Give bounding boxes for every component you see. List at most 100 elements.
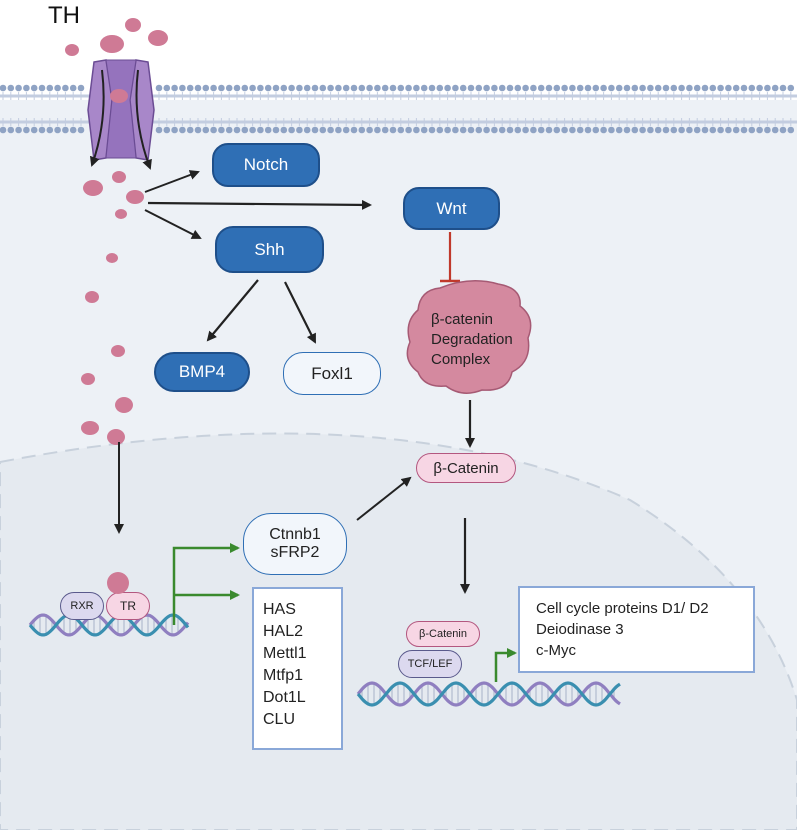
beta-catenin-cytoplasm-node: β-Catenin bbox=[416, 453, 516, 483]
lipid-head bbox=[264, 84, 272, 92]
lipid-head bbox=[428, 126, 436, 134]
lipid-head bbox=[389, 126, 397, 134]
pathway-arrows bbox=[114, 170, 475, 594]
lipid-head bbox=[662, 84, 670, 92]
dna-strand bbox=[356, 681, 621, 707]
lipid-head bbox=[218, 84, 225, 92]
gene-item: Dot1L bbox=[263, 689, 306, 706]
lipid-head bbox=[639, 126, 646, 134]
lipid-head bbox=[615, 126, 623, 134]
th-particle-icon bbox=[148, 30, 168, 46]
lipid-head bbox=[428, 84, 436, 92]
lipid-head bbox=[748, 84, 756, 92]
inhibition-arrow-icon bbox=[440, 232, 460, 283]
lipid-head bbox=[311, 126, 319, 134]
gene-item: HAL2 bbox=[263, 623, 304, 640]
th-particle-icon bbox=[112, 171, 126, 183]
lipid-head bbox=[163, 126, 171, 134]
dna-strand bbox=[356, 681, 621, 707]
lipid-head bbox=[280, 84, 288, 92]
lipid-head bbox=[194, 84, 202, 92]
lipid-head bbox=[725, 84, 732, 92]
th-particle-icon bbox=[81, 373, 95, 385]
lipid-head bbox=[15, 84, 22, 92]
lipid-head bbox=[459, 84, 467, 92]
lipid-head bbox=[779, 126, 787, 134]
lipid-head bbox=[693, 84, 701, 92]
lipid-head bbox=[444, 84, 451, 92]
lipid-head bbox=[639, 84, 646, 92]
lipid-head bbox=[787, 126, 795, 134]
lipid-head bbox=[514, 84, 522, 92]
lipid-head bbox=[327, 126, 334, 134]
lipid-head bbox=[600, 126, 607, 134]
lipid-head bbox=[77, 126, 85, 134]
lipid-head bbox=[23, 126, 30, 134]
th-particles bbox=[65, 18, 168, 445]
wnt-target-genes-box: Cell cycle proteins D1/ D2 Deiodinase 3 … bbox=[518, 586, 755, 673]
lipid-head bbox=[623, 126, 631, 134]
lipid-head bbox=[717, 126, 724, 134]
lipid-head bbox=[522, 84, 529, 92]
lipid-head bbox=[303, 84, 311, 92]
shh-node: Shh bbox=[215, 226, 324, 273]
gene-item: Mettl1 bbox=[263, 645, 307, 662]
beta-catenin-nuclear-node: β-Catenin bbox=[406, 621, 480, 647]
lipid-head bbox=[701, 84, 709, 92]
lipid-head bbox=[670, 84, 678, 92]
lipid-head bbox=[491, 126, 498, 134]
th-particle-icon bbox=[125, 18, 141, 32]
lipid-head bbox=[592, 84, 600, 92]
lipid-head bbox=[358, 84, 366, 92]
lipid-head bbox=[210, 126, 217, 134]
lipid-head bbox=[280, 126, 288, 134]
lipid-head bbox=[771, 126, 779, 134]
lipid-head bbox=[155, 84, 163, 92]
lipid-head bbox=[272, 84, 280, 92]
th-particle-icon bbox=[110, 89, 128, 103]
lipid-head bbox=[7, 126, 15, 134]
lipid-head bbox=[420, 126, 428, 134]
th-particle-icon bbox=[107, 429, 125, 445]
lipid-head bbox=[264, 126, 272, 134]
sfrp2-label: sFRP2 bbox=[270, 544, 320, 561]
lipid-head bbox=[46, 126, 54, 134]
gene-item: Cell cycle proteins D1/ D2 bbox=[536, 600, 709, 617]
lipid-head bbox=[576, 126, 584, 134]
degradation-complex-line: β-catenin bbox=[431, 311, 493, 328]
lipid-head bbox=[420, 84, 428, 92]
lipid-head bbox=[179, 84, 186, 92]
lipid-head bbox=[225, 84, 233, 92]
lipid-head bbox=[483, 126, 490, 134]
tr-target-genes-box: HAS HAL2 Mettl1 Mtfp1 Dot1L CLU bbox=[252, 587, 343, 750]
lipid-head bbox=[764, 126, 771, 134]
ctnnb1-sfrp2-node: Ctnnb1 sFRP2 bbox=[243, 513, 347, 575]
lipid-head bbox=[389, 84, 397, 92]
dna-strand bbox=[28, 613, 190, 637]
th-particle-icon bbox=[85, 291, 99, 303]
lipid-head bbox=[272, 126, 280, 134]
lipid-head bbox=[693, 126, 701, 134]
lipid-head bbox=[561, 126, 568, 134]
nucleus bbox=[0, 432, 797, 830]
lipid-head bbox=[350, 84, 358, 92]
lipid-head bbox=[381, 126, 389, 134]
lipid-head bbox=[405, 84, 412, 92]
lipid-head bbox=[77, 84, 85, 92]
bmp4-node: BMP4 bbox=[154, 352, 250, 392]
lipid-head bbox=[506, 84, 514, 92]
dna-helix-icon bbox=[356, 681, 621, 707]
lipid-head bbox=[654, 126, 662, 134]
lipid-head bbox=[163, 84, 171, 92]
th-particle-icon bbox=[111, 345, 125, 357]
th-bound-particle bbox=[107, 572, 129, 594]
lipid-head bbox=[452, 126, 459, 134]
lipid-head bbox=[171, 126, 178, 134]
lipid-head bbox=[194, 126, 202, 134]
lipid-head bbox=[311, 84, 319, 92]
lipid-head bbox=[678, 84, 685, 92]
dna-helix-icon bbox=[28, 613, 190, 637]
lipid-head bbox=[717, 84, 724, 92]
lipid-head bbox=[732, 84, 740, 92]
